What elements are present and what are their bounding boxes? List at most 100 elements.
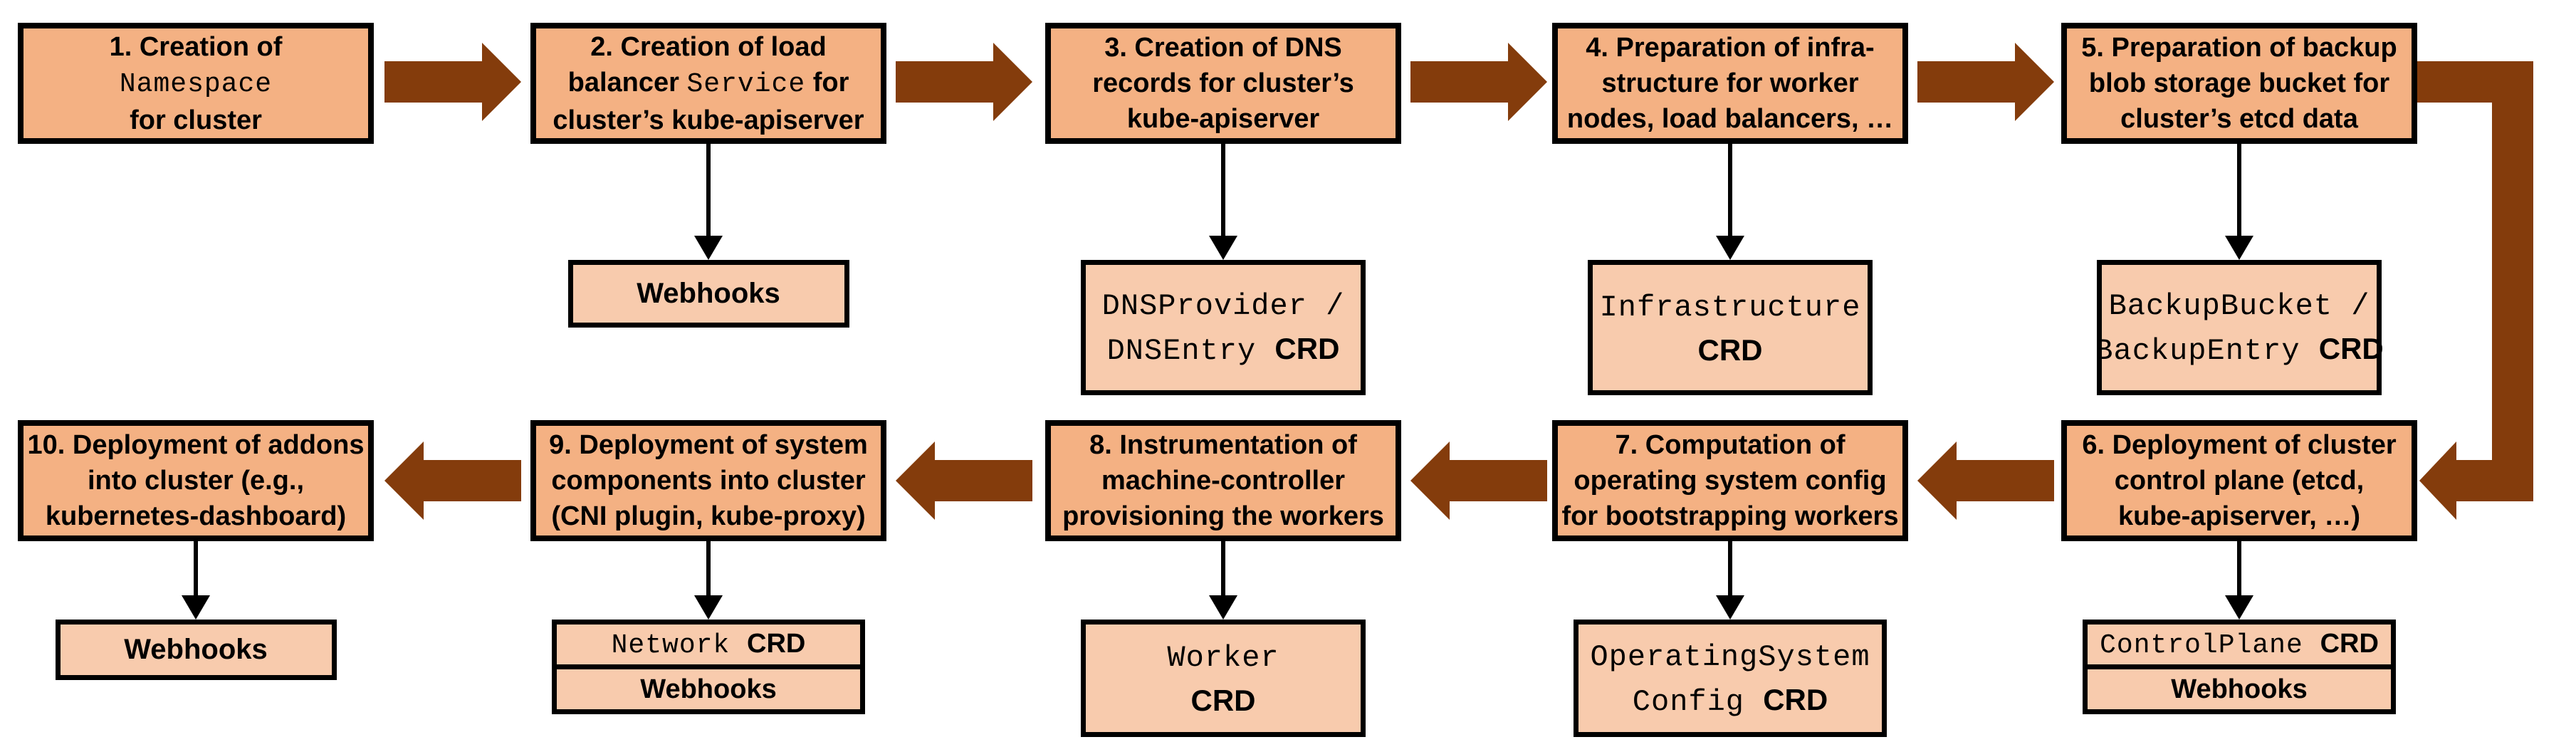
text-line: 3. Creation of DNS [1104,30,1342,66]
text-line: 5. Preparation of backup [2081,30,2397,66]
crd-box: BackupBucket / BackupEntry CRD [2095,260,2384,395]
label-text: CRD [1763,682,1828,716]
flow-arrow-left-icon [1917,441,2054,520]
webhooks-box: Webhooks [552,664,865,714]
text-line: nodes, load balancers, … [1567,101,1893,137]
text-line: BackupBucket / [2109,283,2370,328]
label-text: for [805,67,849,98]
flow-arrow-right-icon [384,43,521,121]
label-text: 6. Deployment of cluster [2082,430,2397,460]
text-line: for cluster [130,103,262,138]
flow-arrow-right-icon [1917,43,2054,121]
text-line: records for cluster’s [1092,66,1354,101]
text-line: 1. Creation of [110,29,283,65]
label-text: kubernetes-dashboard) [45,501,347,531]
text-line: ControlPlane CRD [2100,629,2379,661]
flow-arrow-elbow-icon [2492,61,2533,501]
text-line: 6. Deployment of cluster [2082,427,2396,463]
down-arrow-connector-icon [1716,144,1744,260]
label-text: nodes, load balancers, … [1566,104,1894,134]
step-10-sub-area: Webhooks [18,620,374,680]
label-text: 1. Creation of [109,31,283,62]
webhooks-box: Webhooks [2083,664,2396,714]
text-line: (CNI plugin, kube-proxy) [551,498,865,534]
label-text: Webhooks [124,634,268,665]
code-text: OperatingSystem [1590,639,1870,674]
label-text: 10. Deployment of addons [27,430,365,460]
step-6-sub-area: ControlPlane CRD Webhooks [2061,620,2417,714]
label-text: operating system config [1574,466,1887,496]
step-4-box: 4. Preparation of infra-structure for wo… [1552,23,1908,144]
code-text: Namespace [119,68,273,100]
step-7-group: 7. Computation of operating system config… [1552,420,1908,737]
step-1-group: 1. Creation of Namespace for cluster [18,23,374,144]
webhooks-box: Webhooks [567,260,849,328]
text-line: Worker [1167,634,1279,679]
label-text: 7. Computation of [1615,430,1845,460]
text-line: provisioning the workers [1062,498,1384,534]
text-line: Network CRD [612,629,806,661]
text-line: kubernetes-dashboard) [46,498,346,534]
step-3-sub-area: DNSProvider / DNSEntry CRD [1045,260,1401,395]
code-text: Infrastructure [1599,290,1861,325]
label-text: Webhooks [640,674,777,704]
text-line: CRD [1698,329,1763,372]
down-arrow-connector-icon [1716,541,1744,620]
label-text: cluster’s etcd data [2120,104,2358,134]
text-line: OperatingSystem [1590,634,1870,679]
down-arrow-connector-icon [182,541,210,620]
text-line: Config CRD [1633,679,1828,723]
label-text: 5. Preparation of backup [2081,33,2397,63]
label-text: 2. Creation of load [590,31,827,62]
label-text: structure for worker [1601,68,1859,98]
text-line: 7. Computation of [1616,427,1845,463]
text-line: kube-apiserver, …) [2118,498,2360,534]
crd-box: ControlPlane CRD [2083,620,2396,669]
text-line: for bootstrapping workers [1562,498,1899,534]
label-text: Webhooks [2171,674,2308,704]
code-text: BackupBucket / [2108,289,2370,323]
flow-arrow-right-icon [896,43,1032,121]
text-line: DNSEntry CRD [1107,328,1340,372]
step-4-group: 4. Preparation of infra-structure for wo… [1552,23,1908,395]
code-text: Network [611,629,748,661]
code-text: Worker [1167,641,1279,675]
code-text: DNSProvider / [1101,289,1345,323]
down-arrow-connector-icon [694,144,723,260]
text-line: Webhooks [124,634,268,666]
code-text: Config [1632,684,1764,719]
flow-arrow-elbow-icon [2455,460,2533,501]
label-text: blob storage bucket for [2088,68,2390,98]
text-line: Infrastructure [1600,284,1861,329]
label-text: CRD [1697,333,1763,367]
label-text: provisioning the workers [1062,501,1384,531]
code-text: DNSEntry [1106,334,1275,368]
text-line: BackupEntry CRD [2095,328,2383,372]
label-text: 3. Creation of DNS [1104,33,1342,63]
text-line: Namespace [120,65,272,103]
label-text: machine-controller [1101,466,1346,496]
label-text: for bootstrapping workers [1561,501,1899,531]
label-text: records for cluster’s [1092,68,1354,98]
flow-arrow-right-icon [1410,43,1547,121]
label-text: CRD [2320,628,2379,659]
step-1-box: 1. Creation of Namespace for cluster [18,23,374,144]
text-line: 9. Deployment of system [549,427,868,463]
step-5-box: 5. Preparation of backup blob storage buc… [2061,23,2417,144]
label-text: for cluster [130,105,262,135]
